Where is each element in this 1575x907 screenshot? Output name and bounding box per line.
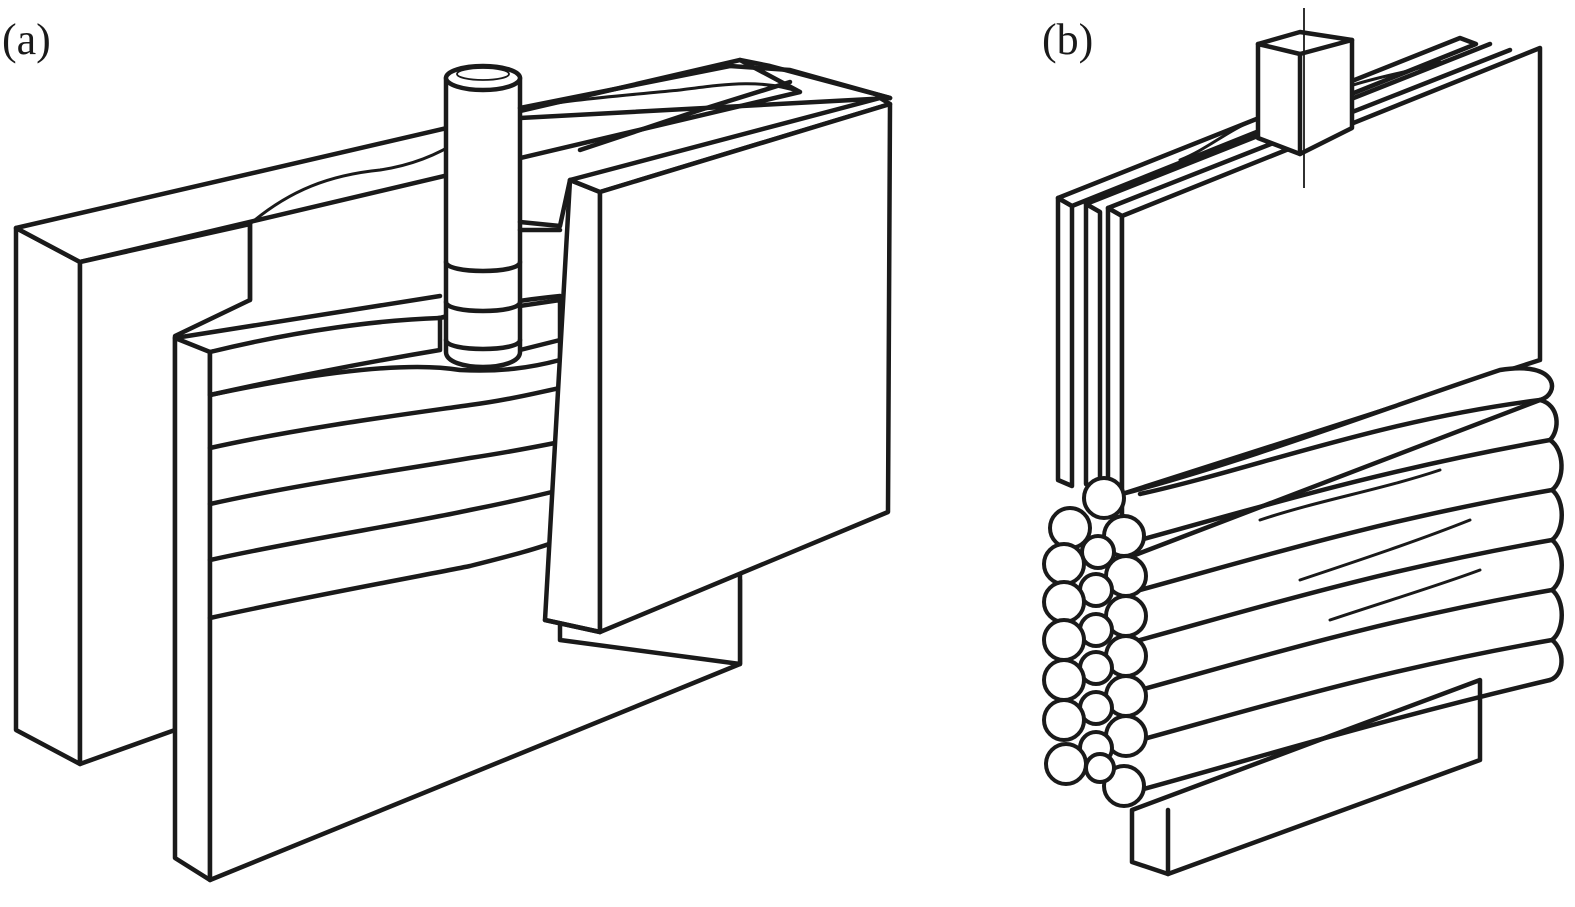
panel-a-top-weld-seam-2 bbox=[518, 82, 802, 112]
panel-a-right-plate bbox=[542, 95, 893, 635]
panel-a-back-plate bbox=[13, 57, 803, 767]
panel-a-drawing bbox=[13, 57, 893, 883]
panel-a-rear-ridge bbox=[517, 63, 893, 111]
panel-label-a: (a) bbox=[2, 15, 51, 64]
panel-b-top-seam bbox=[1178, 60, 1442, 162]
panel-label-b: (b) bbox=[1042, 15, 1094, 64]
panel-b-drawing bbox=[1042, 8, 1564, 877]
panel-b-rod-bundle bbox=[1042, 476, 1148, 808]
panel-a-deposited-layers bbox=[207, 293, 563, 621]
panel-b-base-block bbox=[1129, 677, 1483, 877]
panel-b-deposited-layers bbox=[1119, 366, 1564, 793]
panel-a-top-weld-seam bbox=[248, 138, 462, 226]
panel-a-welding-torch bbox=[443, 63, 523, 370]
panel-b-tool bbox=[1255, 8, 1355, 188]
